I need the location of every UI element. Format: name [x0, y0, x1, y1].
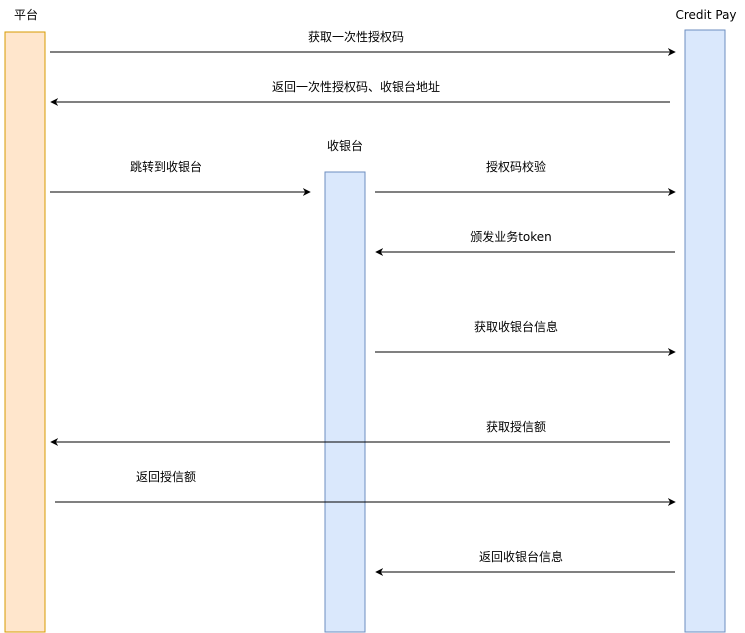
message-return-credit-limit: 返回授信额: [55, 469, 676, 506]
message-label: 返回收银台信息: [479, 549, 563, 564]
cashier-label: 收银台: [327, 138, 363, 153]
message-label: 获取收银台信息: [474, 319, 558, 334]
message-label: 颁发业务token: [470, 229, 552, 244]
message-return-cashier-info: 返回收银台信息: [375, 549, 675, 576]
message-get-credit-limit: 获取授信额: [50, 419, 670, 446]
cashier-lifeline: [324, 171, 366, 633]
message-verify-auth-code: 授权码校验: [375, 159, 676, 196]
platform-label: 平台: [14, 7, 38, 22]
message-redirect-cashier: 跳转到收银台: [50, 159, 311, 196]
message-get-auth-code: 获取一次性授权码: [50, 29, 676, 56]
message-label: 授权码校验: [486, 159, 546, 174]
message-label: 跳转到收银台: [130, 159, 202, 174]
credit-pay-lifeline: [684, 29, 726, 633]
message-label: 返回授信额: [136, 469, 196, 484]
credit-pay-label: Credit Pay: [675, 8, 736, 22]
message-issue-token: 颁发业务token: [375, 229, 675, 256]
platform-lifeline: [4, 31, 46, 633]
message-label: 返回一次性授权码、收银台地址: [272, 79, 440, 94]
message-label: 获取一次性授权码: [308, 29, 404, 44]
message-get-cashier-info: 获取收银台信息: [375, 319, 676, 356]
message-label: 获取授信额: [486, 419, 546, 434]
message-return-auth-code: 返回一次性授权码、收银台地址: [50, 79, 670, 106]
